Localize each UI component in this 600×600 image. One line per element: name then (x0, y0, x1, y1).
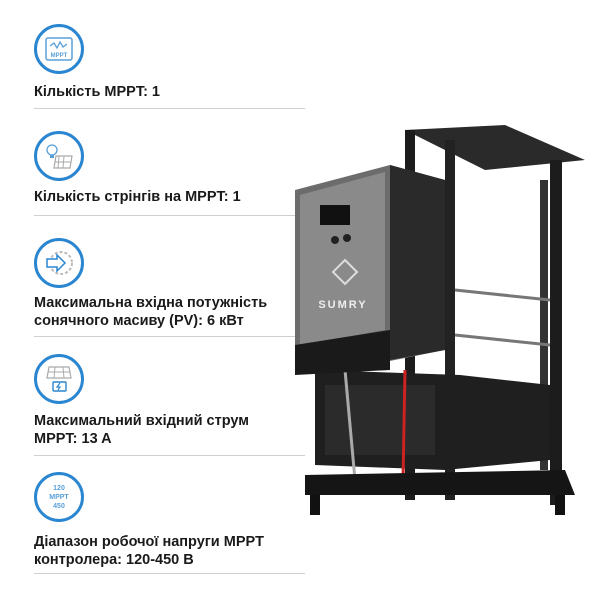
mppt-monitor-icon: MPPT (34, 24, 84, 74)
divider (34, 108, 305, 109)
icon-text: 120 (53, 484, 65, 492)
feature-mppt-voltage-range: Діапазон робочої напруги MPPT контролера:… (34, 533, 324, 569)
product-image: SUMRY (295, 125, 585, 515)
icon-text: MPPT (49, 493, 69, 501)
icon-text: MPPT (51, 53, 68, 59)
feature-line: Максимальна вхідна потужність (34, 295, 268, 311)
solar-panel-battery-icon (34, 354, 84, 404)
arrow-gear-icon (34, 238, 84, 288)
feature-max-pv-power: Максимальна вхідна потужність сонячного м… (34, 294, 324, 330)
feature-line: Діапазон робочої напруги MPPT (34, 534, 265, 550)
feature-line: контролера: 120-450 В (34, 552, 194, 568)
feature-line: сонячного масиву (PV): 6 кВт (34, 313, 244, 329)
feature-line: Максимальний вхідний струм (34, 413, 249, 429)
inverter: SUMRY (295, 165, 445, 375)
feature-mppt-count: Кількість MPPT: 1 (34, 84, 160, 100)
brand-logo: SUMRY (318, 299, 367, 311)
divider (34, 455, 305, 456)
rack (305, 125, 585, 515)
feature-line: MPPT: 13 A (34, 431, 112, 447)
divider (34, 336, 305, 337)
divider (34, 215, 305, 216)
feature-strings-per-mppt: Кількість стрінгів на MPPT: 1 (34, 189, 241, 205)
divider (34, 573, 305, 574)
voltage-range-icon: 120 MPPT 450 (34, 472, 84, 522)
bulb-solar-panel-icon (34, 131, 84, 181)
icon-text: 450 (53, 502, 65, 510)
